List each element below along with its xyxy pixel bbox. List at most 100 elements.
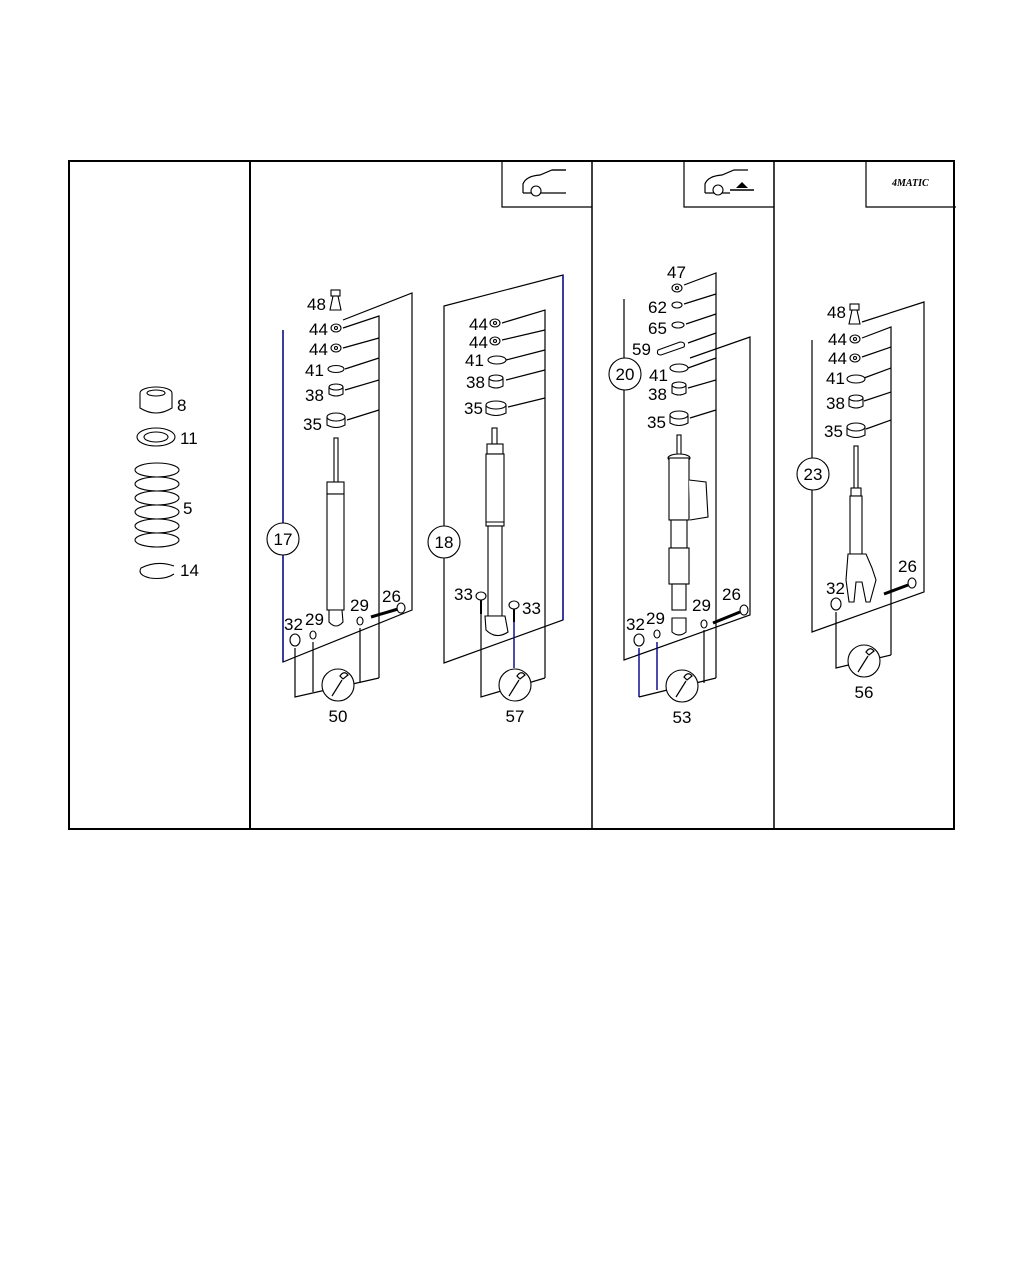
label-32: 32 [826, 579, 845, 598]
nut-47 [671, 283, 683, 293]
group-18: 18 44 44 41 38 35 33 33 57 [427, 274, 564, 726]
washer-41 [669, 363, 689, 373]
bushing-38 [848, 394, 864, 409]
bushing-38 [671, 381, 687, 396]
washer-29a [653, 629, 661, 639]
washer-41 [487, 355, 507, 365]
label-14: 14 [180, 561, 199, 580]
bushing-35 [846, 422, 866, 439]
callout-17: 17 [274, 530, 293, 549]
wrench-icon [498, 668, 532, 702]
callout-20: 20 [616, 365, 635, 384]
label-29a: 29 [305, 610, 324, 629]
label-65: 65 [648, 319, 667, 338]
washer-29b [356, 616, 364, 626]
washer-29a [309, 630, 317, 640]
spring-panel: 8 11 5 14 [134, 386, 199, 580]
spring-seat-part [139, 562, 175, 580]
label-44b: 44 [309, 340, 328, 359]
label-44a: 44 [828, 330, 847, 349]
label-32: 32 [284, 615, 303, 634]
label-29b: 29 [692, 596, 711, 615]
4matic-badge-text: 4MATIC [891, 178, 929, 189]
label-35: 35 [464, 399, 483, 418]
bolt-33a [475, 591, 487, 614]
bushing-35 [485, 400, 507, 417]
washer-41 [327, 364, 345, 374]
label-41: 41 [826, 369, 845, 388]
tool-53: 53 [673, 708, 692, 727]
label-35: 35 [303, 415, 322, 434]
wrench-icon [665, 669, 699, 703]
nut-32a [633, 633, 645, 647]
label-8: 8 [177, 396, 186, 415]
nut-44a [489, 318, 501, 328]
tool-57: 57 [506, 707, 525, 726]
wrench-icon [847, 644, 881, 678]
label-11: 11 [180, 429, 198, 448]
spring-pad-part [136, 427, 176, 447]
label-44a: 44 [309, 320, 328, 339]
nut-44a [330, 323, 342, 333]
car-icon [522, 169, 566, 197]
label-29a: 29 [646, 609, 665, 628]
label-35: 35 [824, 422, 843, 441]
group-20: 20 47 62 65 59 41 38 35 32 29 29 26 53 [608, 263, 751, 727]
bolt-26a [712, 604, 749, 625]
label-5: 5 [183, 499, 192, 518]
nut-32a [289, 633, 301, 647]
tool-56: 56 [855, 683, 874, 702]
coil-spring-part [134, 462, 180, 548]
label-26: 26 [898, 557, 917, 576]
nut-32 [830, 597, 842, 611]
label-41: 41 [649, 366, 668, 385]
label-33a: 33 [454, 585, 473, 604]
car-raised-icon [704, 169, 754, 196]
label-29b: 29 [350, 596, 369, 615]
bushing-38 [488, 374, 504, 389]
group-17: 17 48 44 44 41 38 35 32 29 29 26 50 [266, 289, 413, 726]
strut-23 [845, 445, 877, 603]
badge-level-control [683, 161, 774, 208]
label-26: 26 [382, 587, 401, 606]
tool-50: 50 [329, 707, 348, 726]
label-33b: 33 [522, 599, 541, 618]
label-41: 41 [305, 361, 324, 380]
shock-absorber-20 [667, 434, 709, 636]
bump-stop-48 [848, 303, 861, 325]
label-32: 32 [626, 615, 645, 634]
label-62: 62 [648, 298, 667, 317]
nut-44a [849, 334, 861, 344]
nut-44b [849, 353, 861, 363]
label-59: 59 [632, 340, 651, 359]
washer-65 [671, 321, 685, 329]
badge-4matic: 4MATIC [865, 161, 956, 208]
label-35: 35 [647, 413, 666, 432]
label-48: 48 [307, 295, 326, 314]
bushing-35 [669, 410, 689, 427]
label-38: 38 [305, 386, 324, 405]
label-44b: 44 [828, 349, 847, 368]
label-38: 38 [826, 394, 845, 413]
label-44a: 44 [469, 315, 488, 334]
washer-62 [671, 301, 683, 309]
label-44b: 44 [469, 333, 488, 352]
bushing-35 [326, 412, 346, 429]
bushing-38 [328, 383, 344, 397]
bolt-26 [883, 577, 917, 596]
spring-cap-part [139, 386, 173, 414]
label-26: 26 [722, 585, 741, 604]
bump-stop-48 [329, 289, 342, 311]
bolt-33b [508, 600, 520, 622]
washer-41 [846, 374, 866, 384]
callout-18: 18 [435, 533, 454, 552]
nut-44b [330, 343, 342, 353]
nut-44b [489, 336, 501, 346]
label-41: 41 [465, 351, 484, 370]
bracket-59 [656, 341, 686, 356]
label-47: 47 [667, 263, 686, 282]
shock-absorber-17 [326, 437, 345, 627]
label-38: 38 [466, 373, 485, 392]
group-23: 23 48 44 44 41 38 35 32 26 56 [796, 301, 925, 702]
frame [68, 160, 955, 830]
